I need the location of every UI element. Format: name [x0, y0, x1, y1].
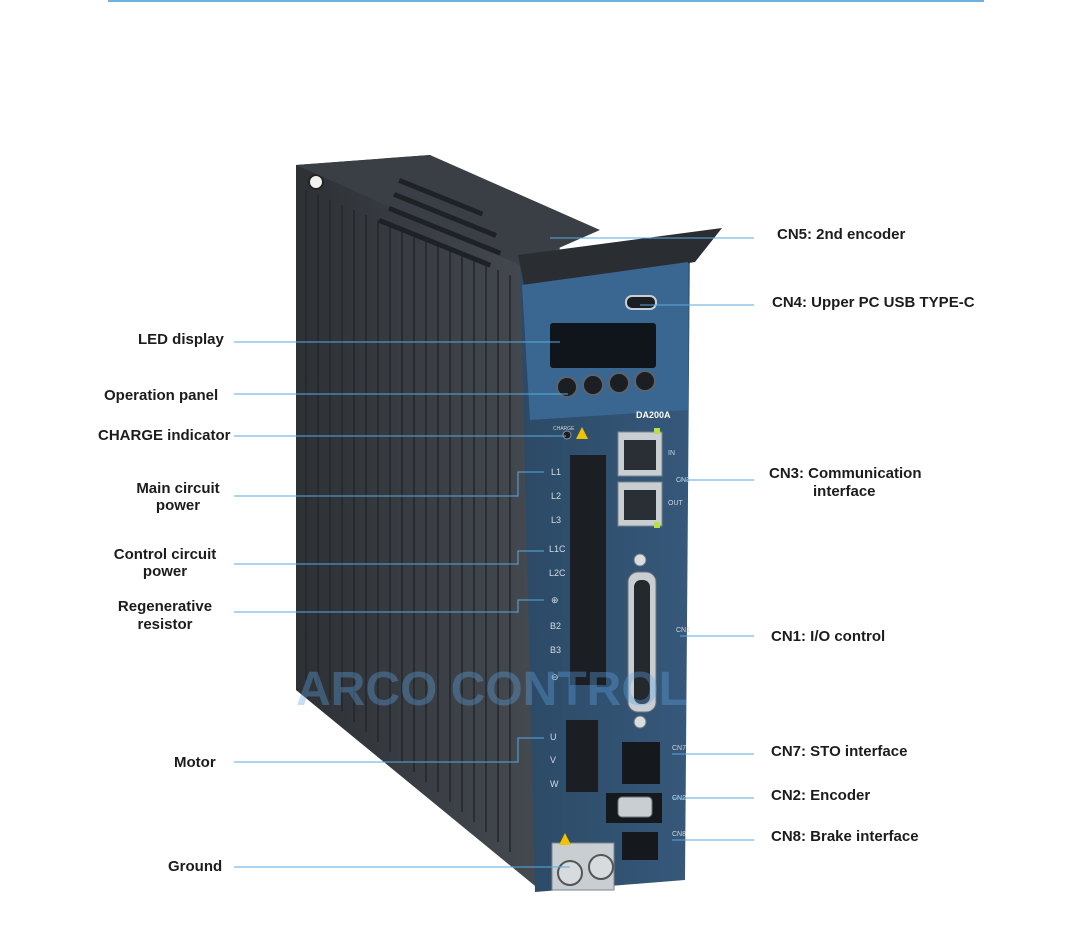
panel-button-2[interactable]	[582, 374, 604, 396]
leader-ctrl	[234, 550, 544, 565]
label-ground: Ground	[168, 858, 223, 875]
terminal-minus: ⊖	[551, 672, 559, 682]
terminal-b3: B3	[550, 645, 561, 655]
terminal-b2: B2	[550, 621, 561, 631]
terminal-l2c: L2C	[549, 568, 566, 578]
warning-icon	[576, 427, 588, 439]
ground-screw-2[interactable]	[588, 854, 614, 880]
panel-button-1[interactable]	[556, 376, 578, 398]
terminal-labels: L1 L2 L3 L1C L2C ⊕ B2 B3 ⊖ U V W	[549, 467, 566, 789]
leader-lines	[234, 237, 754, 868]
led-display-screen	[550, 323, 656, 368]
cn8-mark: CN8	[672, 831, 686, 838]
label-cn8: CN8: Brake interface	[771, 828, 919, 845]
panel-button-4[interactable]	[634, 370, 656, 392]
cn8-connector[interactable]	[622, 832, 658, 860]
label-regenerative-2: resistor	[137, 616, 193, 633]
top-rule	[108, 0, 984, 2]
label-cn4: CN4: Upper PC USB TYPE-C	[772, 294, 975, 311]
terminal-block-main	[566, 455, 606, 792]
charge-label: CHARGE	[553, 426, 575, 432]
label-cn3-2: interface	[813, 483, 876, 500]
label-cn2: CN2: Encoder	[771, 787, 871, 804]
terminal-w: W	[550, 779, 559, 789]
cn7-connector[interactable]	[622, 742, 660, 784]
ground-warning-icon	[559, 833, 571, 845]
usb-c-port[interactable]	[625, 295, 657, 310]
leader-motor	[234, 737, 544, 763]
heatsink-side	[296, 155, 560, 890]
terminal-v: V	[550, 755, 556, 765]
cn2-connector[interactable]	[606, 793, 662, 823]
panel-button-3[interactable]	[608, 372, 630, 394]
label-cn7: CN7: STO interface	[771, 743, 908, 760]
label-operation-panel: Operation panel	[104, 387, 219, 404]
terminal-l2: L2	[551, 491, 561, 501]
cn1-mark: CN1	[676, 627, 690, 634]
label-cn3-1: CN3: Communication	[769, 465, 922, 482]
cn3-in-mark: IN	[668, 450, 675, 457]
cn1-connector[interactable]	[627, 553, 657, 729]
terminal-l3: L3	[551, 515, 561, 525]
label-motor: Motor	[174, 754, 216, 771]
terminal-u: U	[550, 732, 557, 742]
watermark-text: ARCO CONTROL	[296, 663, 688, 716]
label-led-display: LED display	[138, 331, 224, 348]
model-label: DA200A	[636, 410, 671, 420]
terminal-l1c: L1C	[549, 544, 566, 554]
label-cn1: CN1: I/O control	[771, 628, 886, 645]
cn3-ports	[617, 428, 663, 528]
ground-screw-1[interactable]	[557, 860, 583, 886]
terminal-plus: ⊕	[551, 595, 559, 605]
label-main-circuit-1: Main circuit	[136, 480, 220, 497]
top-vents	[296, 155, 600, 268]
label-main-circuit-2: power	[155, 497, 201, 514]
operation-panel-buttons	[556, 370, 656, 398]
cn7-mark: CN7	[672, 745, 686, 752]
leader-regen	[234, 599, 544, 613]
cn3-out-mark: OUT	[668, 500, 684, 507]
label-charge-indicator: CHARGE indicator	[98, 427, 231, 444]
label-control-circuit-2: power	[142, 563, 188, 580]
label-control-circuit-1: Control circuit	[113, 546, 217, 563]
charge-indicator-led	[562, 430, 572, 440]
terminal-l1: L1	[551, 467, 561, 477]
leader-main	[234, 471, 544, 497]
label-cn5: CN5: 2nd encoder	[777, 226, 906, 243]
label-regenerative-1: Regenerative	[117, 598, 213, 615]
